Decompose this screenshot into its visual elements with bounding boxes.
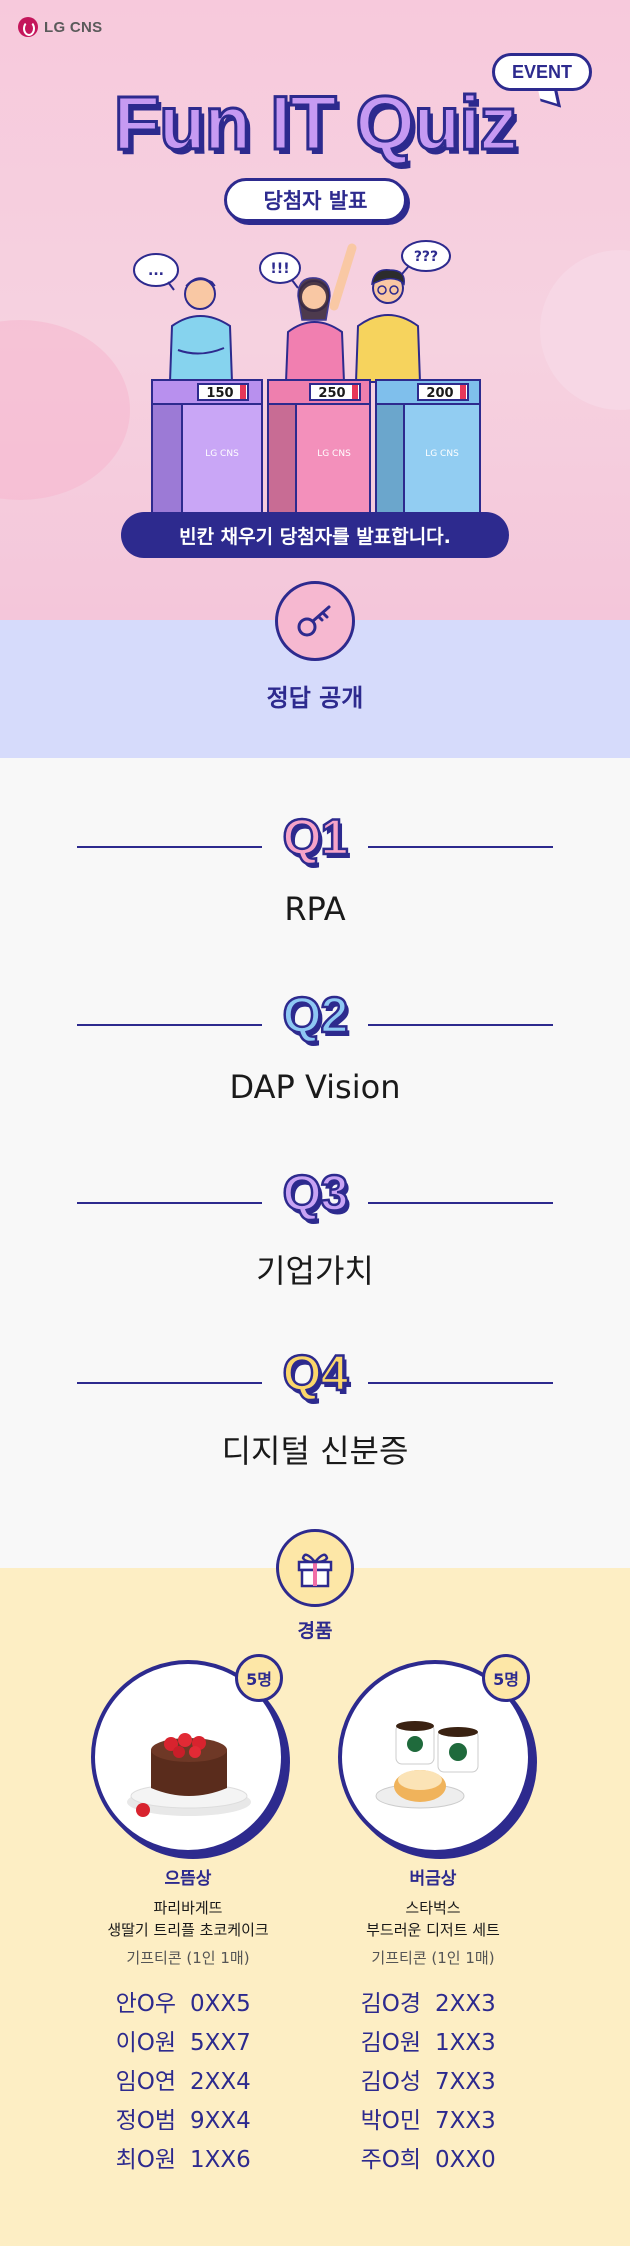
question-label: Q3	[281, 1164, 349, 1223]
winner-code: 7XX3	[435, 2069, 496, 2095]
winner-code: 5XX7	[190, 2030, 251, 2056]
prize-details-1: 으뜸상 파리바게뜨 생딸기 트리플 초코케이크 기프티콘 (1인 1매) 안O우…	[63, 1864, 313, 2180]
question-label: Q4	[281, 1344, 349, 1403]
winner-name: 이O원	[115, 2030, 176, 2056]
divider-line	[368, 846, 553, 848]
divider-line	[77, 846, 262, 848]
decor-blob	[540, 250, 630, 410]
question-label: Q2	[281, 986, 349, 1045]
winner-name: 정O범	[115, 2108, 176, 2134]
winner-code: 2XX4	[190, 2069, 251, 2095]
podium-logo-2: LG CNS	[317, 449, 351, 459]
podium-2: 250 LG CNS	[267, 379, 371, 520]
answers-title: 정답 공개	[266, 684, 364, 712]
quiz-stage-illustration: ... !!! ???	[133, 240, 481, 520]
divider-line	[368, 1202, 553, 1204]
decor-blob	[0, 320, 130, 500]
winner-name: 김O원	[360, 2030, 421, 2056]
question-answer: DAP Vision	[229, 1068, 401, 1106]
winner-code: 7XX3	[435, 2108, 496, 2134]
brand-logo: LG CNS	[18, 17, 102, 37]
winner-name: 최O원	[115, 2147, 176, 2173]
winner-code: 9XX4	[190, 2108, 251, 2134]
hero-section: LG CNS EVENT Fun IT Quiz 당첨자 발표 ... !!!	[0, 0, 630, 620]
prize-item: 부드러운 디저트 세트	[366, 1921, 500, 1939]
prize-brand: 스타벅스	[405, 1899, 461, 1917]
podium-logo-3: LG CNS	[425, 449, 459, 459]
prize-item: 생딸기 트리플 초코케이크	[107, 1921, 269, 1939]
speech-3: ???	[414, 249, 438, 265]
prize-rank: 으뜸상	[164, 1869, 212, 1889]
score-3: 200	[426, 386, 453, 401]
winner-row: 최O원 1XX6	[63, 2141, 313, 2180]
podium-logo-1: LG CNS	[205, 449, 239, 459]
winner-row: 김O성 7XX3	[308, 2063, 558, 2102]
prize-type: 기프티콘 (1인 1매)	[126, 1949, 250, 1967]
winner-code: 1XX6	[190, 2147, 251, 2173]
announcement-banner: 빈칸 채우기 당첨자를 발표합니다.	[121, 512, 509, 558]
question-answer: RPA	[284, 890, 346, 928]
winner-row: 김O원 1XX3	[308, 2024, 558, 2063]
event-badge: EVENT	[492, 53, 592, 91]
character-1: ...	[133, 253, 234, 383]
winner-row: 주O희 0XX0	[308, 2141, 558, 2180]
character-2: !!!	[259, 243, 357, 383]
logo-text: LG CNS	[44, 18, 103, 36]
speech-2: !!!	[270, 261, 289, 277]
question-answer: 디지털 신분증	[221, 1432, 409, 1470]
winner-name: 주O희	[360, 2147, 421, 2173]
prize-brand: 파리바게뜨	[153, 1899, 223, 1917]
prize-details-2: 버금상 스타벅스 부드러운 디저트 세트 기프티콘 (1인 1매) 김O경 2XX…	[308, 1864, 558, 2180]
winner-name: 김O경	[360, 1991, 421, 2017]
divider-line	[77, 1024, 262, 1026]
gift-icon	[276, 1529, 354, 1607]
question-answer: 기업가치	[256, 1252, 374, 1290]
winner-row: 안O우 0XX5	[63, 1985, 313, 2024]
winner-list: 안O우 0XX5 이O원 5XX7 임O연 2XX4 정O범 9XX4 최O원 1XX6	[63, 1985, 313, 2180]
winner-row: 박O민 7XX3	[308, 2102, 558, 2141]
divider-line	[77, 1382, 262, 1384]
winner-name: 김O성	[360, 2069, 421, 2095]
divider-line	[368, 1024, 553, 1026]
prize-count-badge: 5명	[482, 1654, 530, 1702]
answers-list: Q1 RPA Q2 DAP Vision Q3 기업가치 Q4 디지털 신분증	[0, 758, 630, 1568]
winner-list: 김O경 2XX3 김O원 1XX3 김O성 7XX3 박O민 7XX3 주O희 0XX0	[308, 1985, 558, 2180]
winner-code: 1XX3	[435, 2030, 496, 2056]
winner-name: 박O민	[360, 2108, 421, 2134]
winner-row: 이O원 5XX7	[63, 2024, 313, 2063]
score-1: 150	[206, 386, 233, 401]
speech-1: ...	[148, 263, 164, 279]
winner-name: 안O우	[115, 1991, 176, 2017]
question-label: Q1	[281, 808, 349, 867]
page-title: Fun IT Quiz	[112, 80, 519, 168]
winner-code: 2XX3	[435, 1991, 496, 2017]
page-subtitle: 당첨자 발표	[224, 178, 407, 222]
podium-3: 200 LG CNS	[375, 379, 481, 520]
divider-line	[77, 1202, 262, 1204]
prize-count-badge: 5명	[235, 1654, 283, 1702]
lg-logo-icon	[18, 17, 38, 37]
winner-row: 임O연 2XX4	[63, 2063, 313, 2102]
winner-name: 임O연	[115, 2069, 176, 2095]
winner-row: 정O범 9XX4	[63, 2102, 313, 2141]
divider-line	[368, 1382, 553, 1384]
podium-1: 150 LG CNS	[151, 379, 263, 520]
character-3: ???	[354, 240, 451, 383]
prize-image-coffee-set	[338, 1660, 532, 1854]
score-2: 250	[318, 386, 345, 401]
winner-code: 0XX5	[190, 1991, 251, 2017]
key-icon	[275, 581, 355, 661]
prize-type: 기프티콘 (1인 1매)	[371, 1949, 495, 1967]
prizes-title: 경품	[297, 1620, 333, 1642]
winner-row: 김O경 2XX3	[308, 1985, 558, 2024]
prize-rank: 버금상	[409, 1869, 457, 1889]
winner-code: 0XX0	[435, 2147, 496, 2173]
